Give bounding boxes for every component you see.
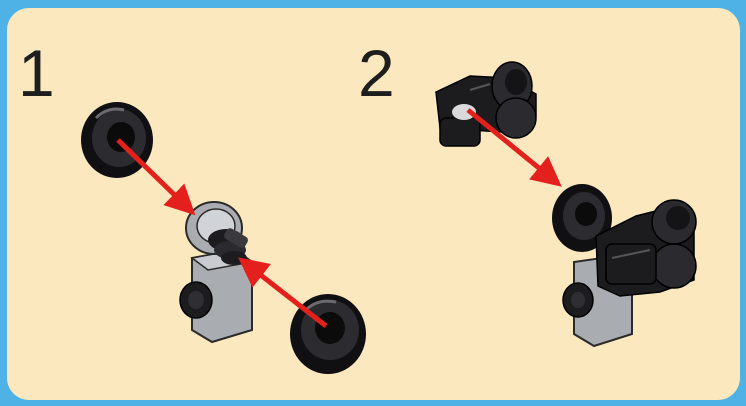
step-1-axle-brick	[180, 202, 252, 342]
step-1-arrow-bottom	[244, 262, 326, 326]
step-2-steering-part	[436, 62, 536, 146]
step-2-assembled-part	[552, 184, 696, 346]
